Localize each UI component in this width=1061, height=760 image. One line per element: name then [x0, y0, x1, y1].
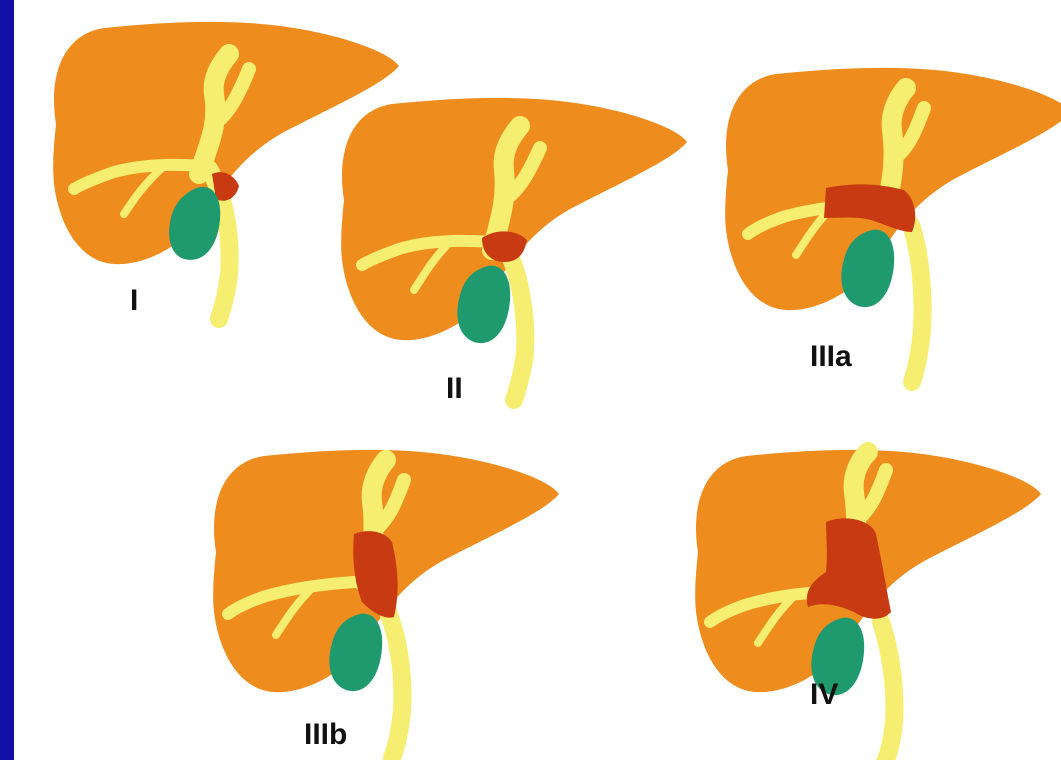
label-type-iiib: IIIb: [304, 718, 347, 752]
textbook-page: I II IIIa IIIb IV: [14, 0, 1061, 760]
label-type-iv: IV: [810, 678, 838, 712]
label-type-i: I: [130, 284, 138, 318]
figure-type-ii: [341, 98, 687, 400]
figure-type-iiia: [725, 68, 1061, 382]
label-type-ii: II: [446, 372, 463, 406]
label-type-iiia: IIIa: [810, 340, 852, 374]
figure-type-iv: [695, 450, 1041, 760]
figure-type-iiib: [213, 450, 559, 758]
liver-diagrams: [14, 0, 1061, 760]
